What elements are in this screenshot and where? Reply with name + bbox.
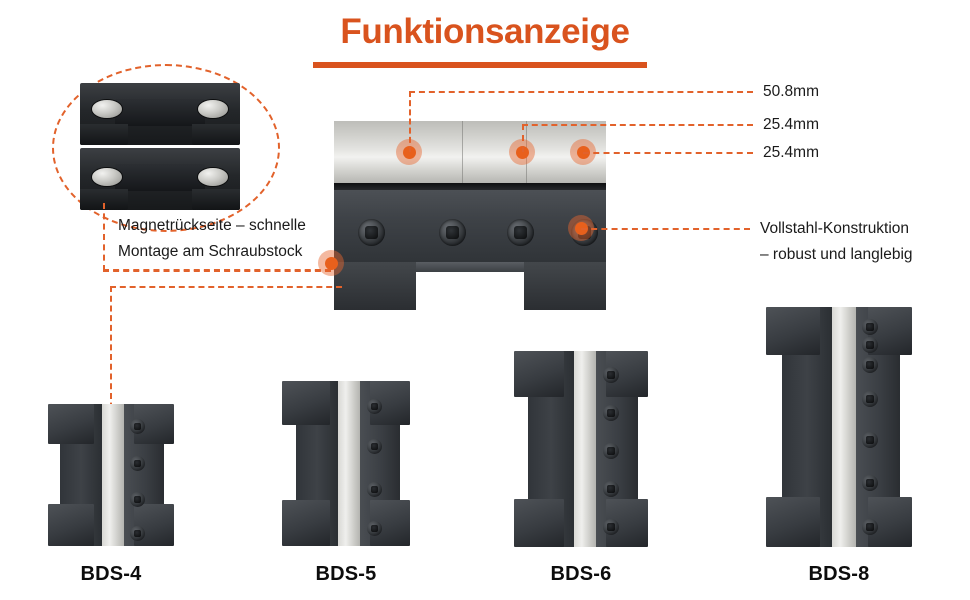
magnet-block-foot-right [192, 188, 240, 210]
bds6-screw-4 [603, 481, 619, 497]
label-dim-1: 50.8mm [763, 83, 819, 100]
bds4-screw-2 [130, 456, 145, 471]
label-construction: Vollstahl-Konstruktion – robust und lang… [760, 219, 913, 265]
label-construction-line-1: Vollstahl-Konstruktion [760, 220, 910, 237]
magnet-insert-right [198, 100, 228, 118]
hero-base-notch-lip [416, 262, 524, 272]
hero-shadow-edge [334, 183, 606, 190]
bds8-screw-2 [862, 337, 878, 353]
bds4-screw-3 [130, 492, 145, 507]
bds4-screw-1 [130, 419, 145, 434]
magnet-block-foot-left [80, 123, 128, 145]
magnet-block-ridge [115, 99, 205, 127]
hero-steel-jaw-face [334, 121, 606, 183]
hero-screw-3 [507, 219, 534, 246]
magnet-block-foot-right [192, 123, 240, 145]
callout-line-bds4-horizontal [110, 286, 342, 288]
bds8-screw-3 [862, 357, 878, 373]
bds8-tab-bottom-left [766, 497, 820, 547]
product-image-bds-6 [514, 351, 648, 547]
product-image-bds-5 [282, 381, 410, 546]
bds6-screw-2 [603, 405, 619, 421]
bds5-tab-bottom-left [282, 500, 330, 546]
callout-dot-magnet-note[interactable] [318, 250, 344, 276]
hero-product-image [334, 121, 606, 310]
bds8-steel-strip [832, 307, 856, 547]
magnet-insert-right [198, 168, 228, 186]
magnet-note-line-2: Montage am Schraubstock [118, 243, 303, 260]
bds5-screw-2 [367, 439, 382, 454]
bds6-screw-5 [603, 519, 619, 535]
title-underline-rule [313, 62, 647, 68]
bds6-screw-3 [603, 443, 619, 459]
product-label-bds-6: BDS-6 [550, 563, 612, 585]
bds8-screw-6 [862, 475, 878, 491]
magnet-note-text: Magnetrückseite – schnelle Montage am Sc… [118, 213, 348, 265]
callout-line-dim-2-vertical [522, 124, 524, 152]
callout-line-construction [581, 228, 750, 230]
magnet-insert-left [92, 100, 122, 118]
bds4-tab-top-left [48, 404, 94, 444]
bds5-screw-1 [367, 399, 382, 414]
bds5-tab-top-left [282, 381, 330, 425]
hero-segment-seam-1 [462, 121, 463, 183]
callout-line-dim-3-horizontal [583, 152, 753, 154]
bds8-tab-top-left [766, 307, 820, 355]
label-dim-3: 25.4mm [763, 144, 819, 161]
product-image-bds-4 [48, 404, 174, 546]
callout-line-magnet-note [103, 270, 331, 272]
bds6-steel-strip [574, 351, 596, 547]
bds4-tab-bottom-left [48, 504, 94, 546]
bds4-screw-4 [130, 526, 145, 541]
bds6-tab-bottom-left [514, 499, 564, 547]
bds8-screw-4 [862, 391, 878, 407]
product-label-bds-5: BDS-5 [315, 563, 377, 585]
bds5-steel-strip [338, 381, 360, 546]
magnet-block-ridge [115, 164, 205, 192]
bds5-screw-4 [367, 521, 382, 536]
bds6-tab-top-left [514, 351, 564, 397]
callout-line-dim-1-vertical [409, 91, 411, 152]
callout-line-dim-1-horizontal [409, 91, 753, 93]
magnet-detail-ellipse [52, 64, 280, 232]
hero-screw-2 [439, 219, 466, 246]
bds6-screw-1 [603, 367, 619, 383]
hero-screw-1 [358, 219, 385, 246]
magnet-note-line-1: Magnetrückseite – schnelle [118, 217, 306, 234]
bds5-screw-3 [367, 482, 382, 497]
product-image-bds-8 [766, 307, 912, 547]
callout-line-dim-2-horizontal [522, 124, 753, 126]
magnet-block-bottom [80, 148, 240, 210]
callout-line-bds4-vertical [110, 286, 112, 467]
label-dim-2: 25.4mm [763, 116, 819, 133]
product-label-bds-4: BDS-4 [80, 563, 142, 585]
magnet-block-foot-left [80, 188, 128, 210]
magnet-block-top [80, 83, 240, 145]
bds8-screw-5 [862, 432, 878, 448]
bds8-screw-7 [862, 519, 878, 535]
page-title: Funktionsanzeige [340, 12, 630, 51]
product-label-bds-8: BDS-8 [808, 563, 870, 585]
label-construction-line-2: – robust und langlebig [760, 246, 913, 263]
bds8-screw-1 [862, 319, 878, 335]
bds4-steel-strip [102, 404, 124, 546]
magnet-insert-left [92, 168, 122, 186]
